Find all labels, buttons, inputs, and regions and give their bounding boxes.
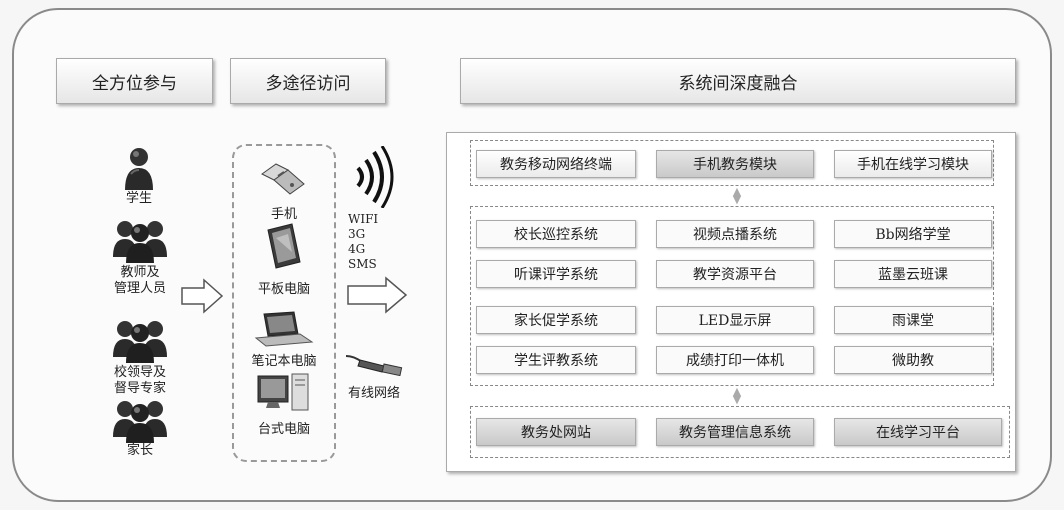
device-label-tablet: 平板电脑 bbox=[257, 282, 310, 297]
device-label-desktop: 台式电脑 bbox=[257, 422, 310, 437]
wired-network-label: 有线网络 bbox=[348, 386, 401, 401]
header-integration: 系统间深度融合 bbox=[460, 58, 1016, 104]
system-academic-website: 教务处网站 bbox=[476, 418, 636, 446]
arrow-right-icon bbox=[181, 278, 224, 314]
arrow-right-icon bbox=[347, 276, 408, 314]
network-cable-icon bbox=[345, 355, 403, 376]
participant-label-teachers: 教师及管理人员 bbox=[113, 265, 166, 296]
wireless-signal-icon bbox=[356, 146, 394, 208]
systems-panel bbox=[446, 132, 1016, 472]
participant-label-parents: 家长 bbox=[126, 443, 153, 458]
system-led-display: LED显示屏 bbox=[656, 306, 814, 334]
system-bb-learning: Bb网络学堂 bbox=[834, 220, 992, 248]
laptop-icon bbox=[254, 311, 314, 347]
teaching-systems-group bbox=[470, 206, 994, 386]
tablet-icon bbox=[267, 223, 301, 269]
platform-systems-group bbox=[470, 406, 1010, 458]
system-principal-patrol: 校长巡控系统 bbox=[476, 220, 636, 248]
teachers-group-icon bbox=[112, 217, 168, 263]
device-label-phone: 手机 bbox=[270, 207, 297, 222]
devices-panel bbox=[232, 144, 336, 462]
participant-label-leaders: 校领导及督导专家 bbox=[113, 365, 166, 396]
wireless-network-labels: WIFI 3G 4G SMS bbox=[348, 212, 379, 271]
system-grade-printer: 成绩打印一体机 bbox=[656, 346, 814, 374]
system-mosoteach: 蓝墨云班课 bbox=[834, 260, 992, 288]
system-academic-management: 教务管理信息系统 bbox=[656, 418, 814, 446]
parents-group-icon bbox=[112, 397, 168, 443]
mobile-phone-icon bbox=[261, 163, 305, 195]
connector-top: ▲▼ bbox=[732, 185, 742, 206]
header-participation: 全方位参与 bbox=[56, 58, 213, 104]
student-icon bbox=[122, 146, 156, 192]
leaders-group-icon bbox=[112, 317, 168, 363]
device-label-laptop: 笔记本电脑 bbox=[251, 354, 317, 369]
mobile-systems-group bbox=[470, 140, 994, 186]
system-mobile-module: 手机教务模块 bbox=[656, 150, 814, 178]
system-lecture-evaluation: 听课评学系统 bbox=[476, 260, 636, 288]
system-resource-platform: 教学资源平台 bbox=[656, 260, 814, 288]
header-access: 多途径访问 bbox=[230, 58, 386, 104]
system-mobile-learning: 手机在线学习模块 bbox=[834, 150, 992, 178]
participant-label-student: 学生 bbox=[125, 191, 152, 206]
system-parent-promotion: 家长促学系统 bbox=[476, 306, 636, 334]
system-online-learning: 在线学习平台 bbox=[834, 418, 1002, 446]
connector-bottom: ▲▼ bbox=[732, 385, 742, 406]
system-teaching-assistant: 微助教 bbox=[834, 346, 992, 374]
system-mobile-terminal: 教务移动网络终端 bbox=[476, 150, 636, 178]
system-rain-classroom: 雨课堂 bbox=[834, 306, 992, 334]
system-student-evaluation: 学生评教系统 bbox=[476, 346, 636, 374]
system-video-on-demand: 视频点播系统 bbox=[656, 220, 814, 248]
desktop-computer-icon bbox=[257, 373, 309, 411]
